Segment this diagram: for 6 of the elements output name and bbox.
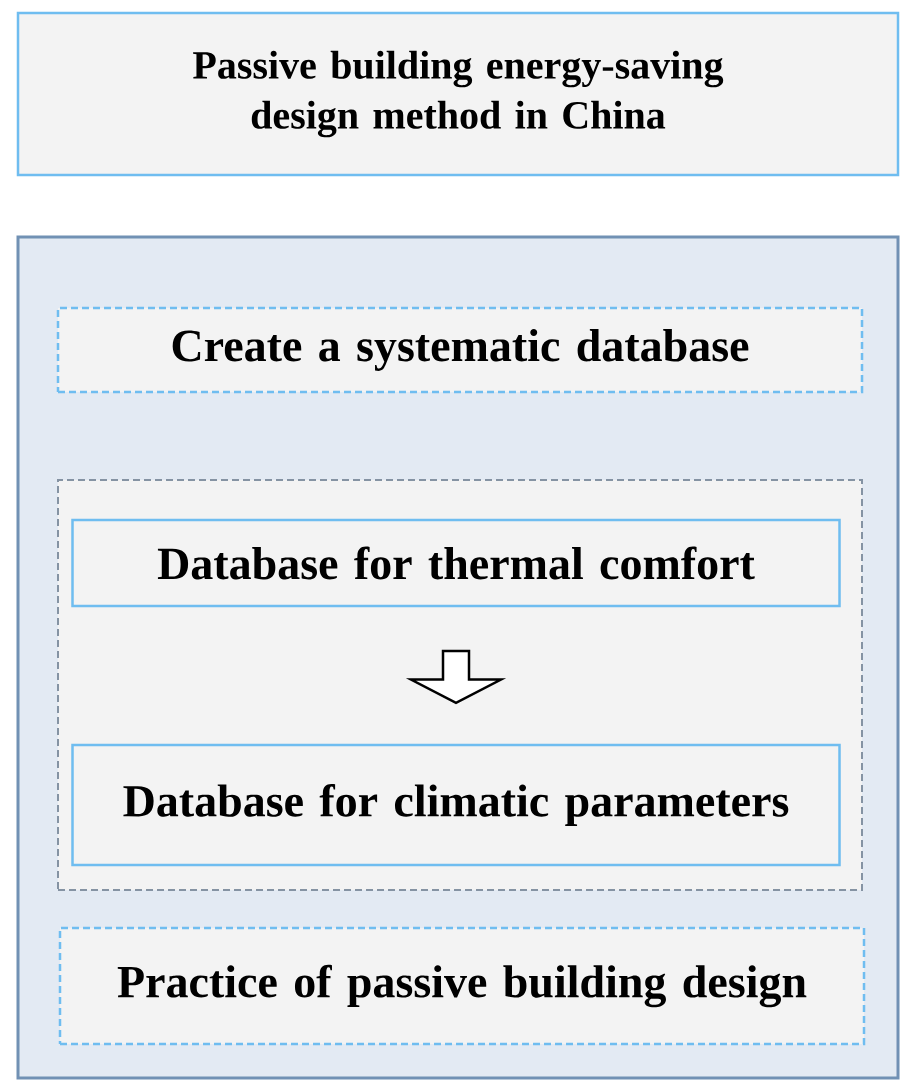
block-arrow [405, 649, 507, 705]
step-box: Create a systematic database [56, 306, 864, 394]
title-box: Passive building energy-saving design method in China [16, 11, 900, 177]
database-box: Database for thermal comfort [71, 518, 841, 608]
step-box: Practice of passive building design [58, 926, 866, 1046]
database-box: Database for climatic parameters [71, 743, 841, 867]
